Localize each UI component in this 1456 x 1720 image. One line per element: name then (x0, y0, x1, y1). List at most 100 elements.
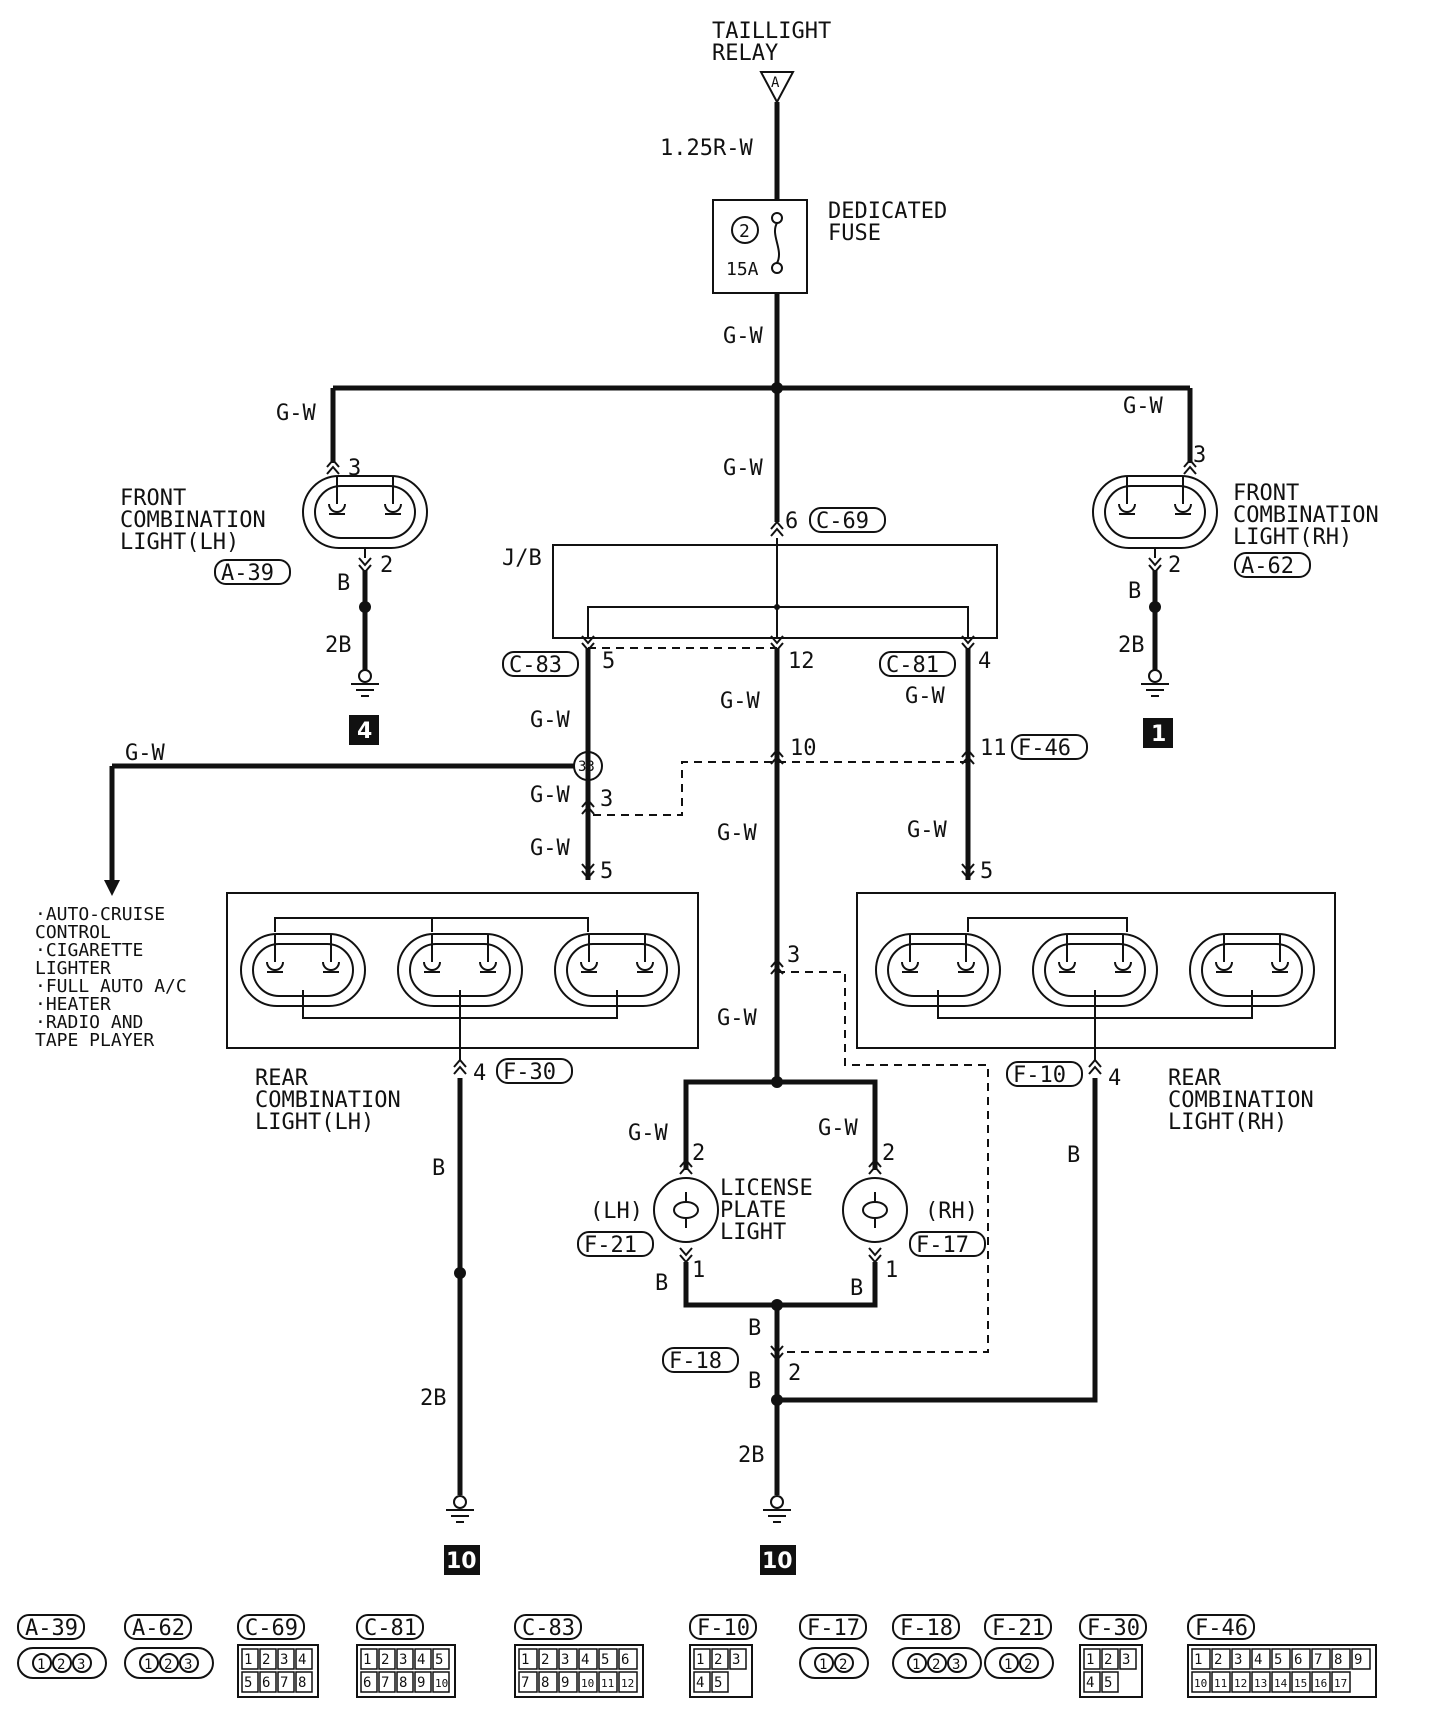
fuse-element-icon (774, 222, 780, 264)
relay-terminal-letter: A (771, 75, 780, 91)
connector-tag-f46: F-46 (1011, 734, 1088, 761)
connector-pin-icon (1231, 1671, 1251, 1693)
svg-text:F-21: F-21 (584, 1233, 637, 1258)
wire-label-gw: G-W (530, 708, 570, 733)
front-rh-label-line1: FRONT (1233, 481, 1299, 506)
connector-pin-icon (999, 1653, 1019, 1673)
connector-pin-icon (558, 1671, 578, 1693)
connector-pin-icon (432, 1671, 450, 1693)
rear-combination-light-rh: 4 F-10 REAR COMBINATION LIGHT(RH) B (777, 892, 1336, 1403)
ground-symbol-icon (350, 669, 380, 697)
license-label-line3: LIGHT (720, 1220, 786, 1245)
connector-pin-number: 10 (1194, 1677, 1207, 1690)
ground-symbol-icon (762, 1495, 792, 1523)
connector-pin-icon (360, 1648, 378, 1670)
connector-pin-icon (414, 1648, 432, 1670)
wire-label-2b: 2B (1118, 633, 1145, 658)
connector-pin-icon (1211, 1648, 1231, 1670)
connector-pin-number: 2 (541, 1652, 549, 1668)
wire-label-gw: G-W (276, 401, 316, 426)
connector-pin-number: 4 (1254, 1652, 1262, 1668)
wire-label-gw: G-W (530, 783, 570, 808)
branch-arrow-icon (104, 880, 120, 896)
connector-pin-number: 5 (601, 1652, 609, 1668)
connector-pin-number: 14 (1274, 1677, 1288, 1690)
connector-tag-f30: F-30 (496, 1058, 573, 1085)
svg-text:F-46: F-46 (1018, 736, 1071, 761)
connector-pin-number: 9 (417, 1675, 425, 1691)
connector-pin-icon (1251, 1671, 1271, 1693)
lamp-icon (302, 475, 428, 549)
front-rh-pin-in: 3 (1193, 443, 1206, 468)
license-rh-pin-bot: 1 (885, 1258, 898, 1283)
connector-pin-number: 3 (280, 1652, 288, 1668)
fuse-number-circle-icon (731, 216, 759, 244)
connector-pin-number: 1 (37, 1657, 45, 1673)
branch-item: ·FULL AUTO A/C (35, 976, 187, 997)
connector-pin-icon (295, 1671, 313, 1693)
connector-shell-icon (892, 1647, 982, 1679)
license-rh-pin-top: 2 (882, 1141, 895, 1166)
legend-connector-id: C-69 (245, 1616, 298, 1641)
connector-pin-number: 4 (1086, 1675, 1094, 1691)
branch-item: TAPE PLAYER (35, 1030, 154, 1051)
connector-shell-icon (1187, 1644, 1377, 1698)
connector-pin-number: 8 (399, 1675, 407, 1691)
connector-pin-number: 7 (381, 1675, 389, 1691)
connector-pin-number: 5 (1104, 1675, 1112, 1691)
connector-pin-number: 5 (244, 1675, 252, 1691)
connector-pin-icon (711, 1671, 729, 1693)
connector-pin-number: 6 (262, 1675, 270, 1691)
front-lh-label-line1: FRONT (120, 486, 186, 511)
ground-point-badge: 1 (1143, 718, 1173, 748)
bus-junction-dot (771, 382, 783, 394)
connector-pin-number: 3 (77, 1657, 85, 1673)
license-lh-pin-bot: 1 (692, 1258, 705, 1283)
wire-label-gw: G-W (717, 821, 757, 846)
connector-shell-icon (356, 1644, 456, 1698)
ground-point-badge: 4 (349, 715, 379, 745)
connector-pin-number: 4 (581, 1652, 589, 1668)
connector-pin-icon (907, 1653, 927, 1673)
connector-pin-number: 3 (732, 1652, 740, 1668)
rear-lh-label-line2: COMBINATION (255, 1088, 401, 1113)
rear-lh-pin: 4 (473, 1061, 486, 1086)
svg-text:A-62: A-62 (1241, 554, 1294, 579)
connector-pin-number: 3 (561, 1652, 569, 1668)
connector-pin-number: 2 (164, 1657, 172, 1673)
connector-tag-f10: F-10 (1006, 1061, 1083, 1088)
legend-connector-id: F-18 (900, 1616, 953, 1641)
connector-pin-icon (1119, 1648, 1137, 1670)
wire-label-b: B (1128, 579, 1141, 604)
connector-pin-icon (1083, 1671, 1101, 1693)
connector-pin-icon (396, 1648, 414, 1670)
relay-label-line1: TAILLIGHT (712, 19, 831, 44)
svg-text:F-17: F-17 (916, 1233, 969, 1258)
connector-pin-number: 2 (932, 1657, 940, 1673)
connector-pin-icon (711, 1648, 729, 1670)
connector-pin-icon (241, 1671, 259, 1693)
connector-pin-number: 2 (839, 1657, 847, 1673)
front-lh-label-line2: COMBINATION (120, 508, 266, 533)
connector-pin-icon (1291, 1648, 1311, 1670)
license-rh-side: (RH) (925, 1199, 978, 1224)
wire-label-b: B (337, 571, 350, 596)
license-lh-side: (LH) (590, 1199, 643, 1224)
connector-pin-icon (277, 1671, 295, 1693)
jb-pin-right: 4 (978, 649, 991, 674)
relay-terminal-arrow-icon (759, 71, 795, 105)
connector-pin-icon (578, 1671, 598, 1693)
connector-pin-icon (558, 1648, 578, 1670)
fuse-label-line2: FUSE (828, 221, 881, 246)
ground-symbol-icon (445, 1495, 475, 1523)
connector-tag-c69: C-69 (809, 507, 886, 534)
svg-text:C-81: C-81 (886, 653, 939, 678)
connector-pin-icon (139, 1653, 159, 1673)
connector-pin-number: 2 (57, 1657, 65, 1673)
connector-pin-number: 9 (1354, 1652, 1362, 1668)
taillight-relay-source: TAILLIGHT RELAY A 1.25R-W (660, 19, 831, 200)
connector-pin-number: 11 (601, 1677, 614, 1690)
